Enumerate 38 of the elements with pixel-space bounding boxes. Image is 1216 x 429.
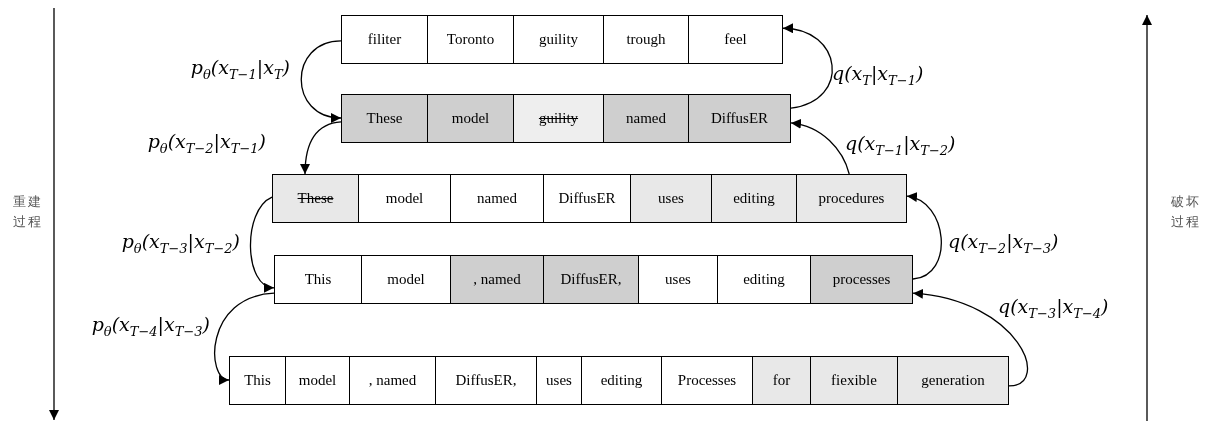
token-cell: DiffusER — [689, 95, 790, 142]
arrow — [790, 119, 850, 175]
arrow — [906, 193, 942, 280]
edge-label: p$_{θ}$(x$_{T−1}$|x$_{T}$) — [190, 58, 290, 81]
edge-label: q(x$_{T−1}$|x$_{T−2}$) — [845, 134, 956, 157]
token-cell: procedures — [797, 175, 906, 222]
token-cell: model — [428, 95, 514, 142]
arrow — [912, 289, 1028, 387]
token-cell: These — [273, 175, 359, 222]
sequence-box — [274, 255, 913, 304]
arrow — [782, 24, 833, 109]
arrow — [214, 292, 275, 382]
edge-label: q(x$_{T−2}$|x$_{T−3}$) — [948, 232, 1059, 255]
edge-label: p$_{θ}$(x$_{T−3}$|x$_{T−2}$) — [121, 232, 240, 255]
token-cell: fiexible — [811, 357, 898, 404]
process-label: 破坏过程 — [1170, 193, 1202, 231]
token-cell: These — [342, 95, 428, 142]
sequence-box — [229, 356, 1009, 405]
token-cell: uses — [631, 175, 712, 222]
token-cell: for — [753, 357, 811, 404]
process-label: 重建过程 — [12, 193, 44, 231]
token-cell: named — [604, 95, 689, 142]
arrow — [300, 121, 342, 175]
token-cell: DiffusER, — [544, 256, 639, 303]
token-cell: generation — [898, 357, 1008, 404]
arrow — [249, 196, 275, 291]
sequence-box — [341, 15, 783, 64]
token-cell: , named — [451, 256, 544, 303]
sequence-box — [272, 174, 907, 223]
edge-label: p$_{θ}$(x$_{T−4}$|x$_{T−3}$) — [91, 315, 210, 338]
edge-label: q(x$_{T}$|x$_{T−1}$) — [832, 64, 924, 87]
edge-label: q(x$_{T−3}$|x$_{T−4}$) — [998, 297, 1109, 320]
token-cell: guility — [514, 95, 604, 142]
sequence-box — [341, 94, 791, 143]
token-cell: processes — [811, 256, 912, 303]
edge-label: p$_{θ}$(x$_{T−2}$|x$_{T−1}$) — [147, 132, 266, 155]
arrow — [300, 40, 342, 122]
token-cell: editing — [712, 175, 797, 222]
